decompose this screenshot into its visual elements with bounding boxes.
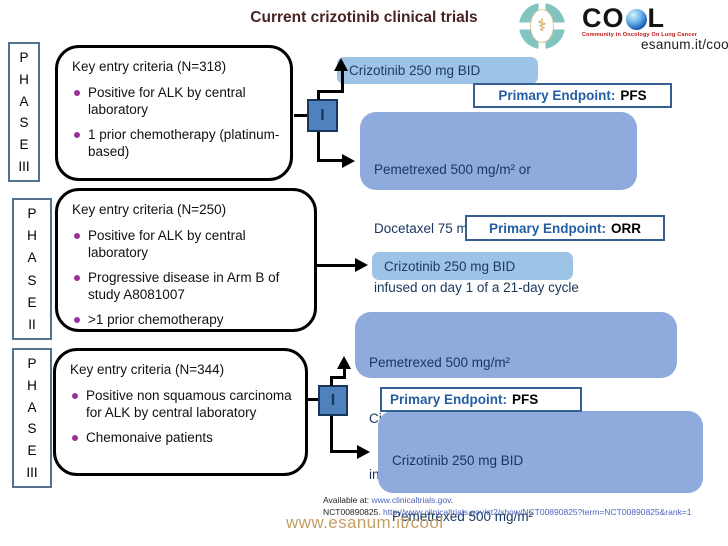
arrow-up-icon [334, 58, 348, 71]
connector-line [317, 159, 344, 162]
arm-chemotherapy-phase3-top: Pemetrexed 500 mg/m² or Docetaxel 75 mg/… [360, 112, 637, 295]
arm-crizotinib-phase2: Crizotinib 250 mg BID [372, 252, 573, 280]
citation-line-1: Available at: www.clinicaltrials.gov. [323, 495, 454, 505]
connector-line [330, 376, 346, 379]
primary-endpoint-phase3-bottom: Primary Endpoint: PFS [380, 387, 582, 412]
bullet-icon [74, 89, 80, 96]
connector-line [330, 378, 333, 386]
globe-sphere-icon [625, 9, 647, 30]
criteria-bullet: Positive non squamous carcinoma for ALK … [70, 387, 295, 422]
phase-2-label: P H A S E II [12, 198, 52, 340]
criteria-bullet: Progressive disease in Arm B of study A8… [72, 269, 304, 304]
nct-url-link[interactable]: http://www.clinicaltrials.gov/ct2/show/N… [383, 507, 692, 517]
citation-line-2: NCT00890825. http://www.clinicaltrials.g… [323, 507, 692, 517]
primary-endpoint-phase3-top: Primary Endpoint: PFS [473, 83, 672, 108]
primary-endpoint-phase2: Primary Endpoint: ORR [465, 215, 665, 241]
criteria-box-phase2: Key entry criteria (N=250) Positive for … [55, 188, 317, 332]
criteria-title: Key entry criteria (N=250) [72, 202, 227, 217]
arrow-right-icon [357, 445, 370, 459]
connector-line [306, 398, 318, 401]
bullet-icon [74, 131, 80, 138]
bullet-icon [72, 434, 78, 441]
criteria-title: Key entry criteria (N=344) [70, 362, 225, 377]
arm-combination-phase3-bottom: Crizotinib 250 mg BID Pemetrexed 500 mg/… [378, 411, 703, 524]
criteria-box-phase3-bottom: Key entry criteria (N=344) Positive non … [53, 348, 308, 476]
caduceus-icon: ⚕ [530, 9, 554, 43]
arrow-right-icon [355, 258, 368, 272]
bullet-icon [74, 232, 80, 239]
phase-3-bottom-label: P H A S E III [12, 348, 52, 488]
randomization-node-2: I [318, 385, 348, 416]
criteria-bullet: Positive for ALK by central laboratory [72, 227, 304, 262]
esanum-site-label: esanum.it/cool [641, 37, 728, 52]
criteria-bullet: 1 prior chemotherapy (platinum-based) [72, 126, 280, 161]
connector-line [317, 90, 344, 93]
connector-line [341, 71, 344, 92]
criteria-bullet: Chemonaive patients [70, 429, 295, 447]
arm-crizotinib-phase3-top: Crizotinib 250 mg BID [337, 57, 538, 84]
phase-3-top-label: P H A S E III [8, 42, 40, 182]
bullet-icon [74, 274, 80, 281]
criteria-bullet: Positive for ALK by central laboratory [72, 84, 280, 119]
arrow-right-icon [342, 154, 355, 168]
cool-tagline: Community in Oncology On Lung Cancer [582, 32, 698, 38]
criteria-title: Key entry criteria (N=318) [72, 59, 227, 74]
randomization-node-1: I [307, 99, 338, 132]
arm-chemotherapy-phase3-bottom: Pemetrexed 500 mg/m² Cisplatin 75 mg/m² … [355, 312, 677, 482]
arrow-up-icon [337, 356, 351, 369]
connector-line [343, 369, 346, 379]
page-title: Current crizotinib clinical trials [250, 9, 478, 26]
connector-line [294, 114, 307, 117]
connector-line [330, 450, 359, 453]
connector-line [316, 264, 357, 267]
criteria-box-phase3-top: Key entry criteria (N=318) Positive for … [55, 45, 293, 181]
clinicaltrials-link[interactable]: www.clinicaltrials.gov [371, 495, 451, 505]
bullet-icon [74, 316, 80, 323]
criteria-bullet: >1 prior chemotherapy [72, 311, 304, 329]
connector-line [330, 416, 333, 453]
esanum-watermark: www.esanum.it/cool [286, 513, 444, 532]
connector-line [317, 92, 320, 100]
connector-line [317, 132, 320, 162]
bullet-icon [72, 392, 78, 399]
cool-emblem-icon: ⚕ [518, 2, 566, 50]
